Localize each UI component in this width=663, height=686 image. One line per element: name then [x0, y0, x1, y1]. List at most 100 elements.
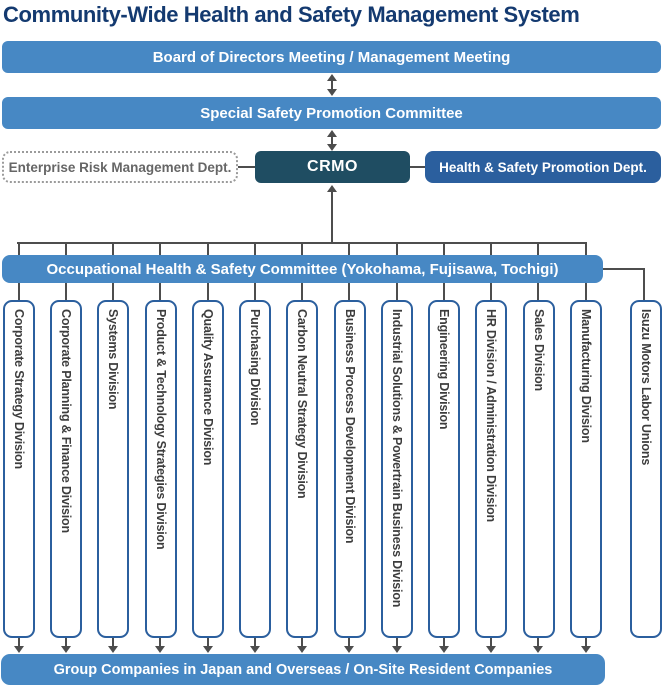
stub-comb-to-committee — [17, 242, 20, 255]
division-label: Business Process Development Division — [342, 309, 357, 544]
division-label: HR Division / Administration Division — [484, 309, 499, 522]
arrow-shaft — [442, 638, 445, 648]
stub-comb-to-committee — [206, 242, 209, 255]
connector-crmo-hs — [410, 166, 425, 168]
stub-committee-to-division — [584, 283, 587, 300]
arrow-shaft — [159, 638, 162, 648]
stub-committee-to-division — [490, 283, 492, 300]
stub-comb-to-committee — [348, 242, 351, 255]
division-box: Sales Division — [522, 300, 555, 638]
arrow-down-icon — [391, 646, 402, 653]
arrow-down-icon — [344, 646, 355, 653]
division-box: HR Division / Administration Division — [475, 300, 508, 638]
division-label: Corporate Planning & Finance Division — [59, 309, 73, 533]
arrow-down-icon — [327, 89, 337, 96]
group-companies-bar: Group Companies in Japan and Overseas / … — [1, 654, 605, 685]
arrow-down-icon — [297, 646, 307, 653]
connector-risk-crmo — [238, 166, 255, 168]
arrow-shaft — [112, 638, 114, 648]
arrow-down-icon — [202, 646, 213, 653]
stub-committee-to-division — [348, 283, 351, 300]
stub-comb-to-committee — [442, 242, 445, 255]
stub-comb-to-committee — [159, 242, 162, 255]
division-box: Industrial Solutions & Powertrain Busine… — [380, 300, 413, 638]
arrow-down-icon — [249, 646, 260, 653]
arrow-down-icon — [327, 144, 337, 151]
arrow-down-icon — [438, 646, 449, 653]
stub-committee-to-division — [206, 283, 209, 300]
arrow-shaft — [490, 638, 492, 648]
arrow-down-icon — [155, 646, 166, 653]
division-label: Engineering Division — [437, 309, 451, 430]
double-arrow-board-special — [327, 74, 337, 96]
arrow-down-icon — [108, 646, 118, 653]
arrow-shaft — [331, 136, 333, 145]
labor-union-label: Isuzu Motors Labor Unions — [639, 309, 653, 466]
double-arrow-special-crmo — [327, 130, 337, 151]
arrow-shaft — [331, 191, 333, 243]
arrow-shaft — [253, 638, 256, 648]
arrow-down-icon — [533, 646, 544, 653]
health-safety-dept-box: Health & Safety Promotion Dept. — [425, 151, 661, 183]
division-box: Engineering Division — [428, 300, 460, 638]
stub-comb-to-committee — [64, 242, 67, 255]
arrow-down-icon — [13, 646, 24, 653]
stub-comb-to-committee — [112, 242, 114, 255]
stub-committee-to-division — [301, 283, 303, 300]
stub-committee-to-division — [112, 283, 114, 300]
arrow-shaft — [17, 638, 20, 648]
division-label: Quality Assurance Division — [200, 309, 215, 466]
division-label: Carbon Neutral Strategy Division — [295, 309, 310, 499]
page-title: Community-Wide Health and Safety Managem… — [3, 2, 580, 27]
division-label: Corporate Strategy Division — [11, 309, 26, 469]
arrow-down-icon — [60, 646, 71, 653]
arrow-down-icon — [580, 646, 591, 653]
stub-comb-to-committee — [584, 242, 587, 255]
stub-committee-to-division — [253, 283, 256, 300]
stub-committee-to-division — [537, 283, 540, 300]
stub-committee-to-division — [442, 283, 445, 300]
stub-committee-to-division — [17, 283, 20, 300]
arrow-shaft — [206, 638, 209, 648]
division-box: Quality Assurance Division — [191, 300, 224, 638]
division-label: Industrial Solutions & Powertrain Busine… — [389, 309, 404, 608]
enterprise-risk-dept-box: Enterprise Risk Management Dept. — [2, 151, 238, 183]
stub-comb-to-committee — [253, 242, 256, 255]
division-box: Carbon Neutral Strategy Division — [286, 300, 319, 638]
division-box: Corporate Planning & Finance Division — [50, 300, 82, 638]
arrow-shaft — [395, 638, 398, 648]
division-label: Purchasing Division — [248, 309, 262, 426]
stub-committee-to-division — [159, 283, 162, 300]
stub-committee-to-division — [64, 283, 67, 300]
division-box: Business Process Development Division — [333, 300, 366, 638]
arrow-shaft — [64, 638, 67, 648]
arrow-up-icon — [327, 74, 337, 81]
division-box: Purchasing Division — [239, 300, 271, 638]
arrow-down-icon — [486, 646, 496, 653]
arrow-shaft — [348, 638, 351, 648]
labor-union-box: Isuzu Motors Labor Unions — [630, 300, 662, 638]
arrow-committee-to-crmo — [327, 185, 337, 243]
division-label: Systems Division — [106, 309, 121, 410]
division-box: Product & Technology Strategies Division — [144, 300, 177, 638]
stub-comb-to-committee — [395, 242, 398, 255]
ohs-committee-bar: Occupational Health & Safety Committee (… — [2, 255, 603, 283]
elbow-vertical-line — [643, 268, 645, 300]
arrow-shaft — [301, 638, 303, 648]
stub-comb-to-committee — [537, 242, 540, 255]
arrow-up-icon — [327, 130, 337, 137]
elbow-horizontal-line — [603, 268, 645, 270]
special-safety-committee-bar: Special Safety Promotion Committee — [2, 97, 661, 129]
division-box: Corporate Strategy Division — [2, 300, 35, 638]
stub-committee-to-division — [395, 283, 398, 300]
division-box: Systems Division — [97, 300, 130, 638]
crmo-box: CRMO — [255, 151, 410, 183]
arrow-shaft — [331, 80, 333, 90]
division-box: Manufacturing Division — [569, 300, 602, 638]
arrow-up-icon — [327, 185, 337, 192]
division-label: Product & Technology Strategies Division — [153, 309, 168, 550]
division-label: Manufacturing Division — [578, 309, 593, 443]
stub-comb-to-committee — [301, 242, 303, 255]
arrow-shaft — [584, 638, 587, 648]
